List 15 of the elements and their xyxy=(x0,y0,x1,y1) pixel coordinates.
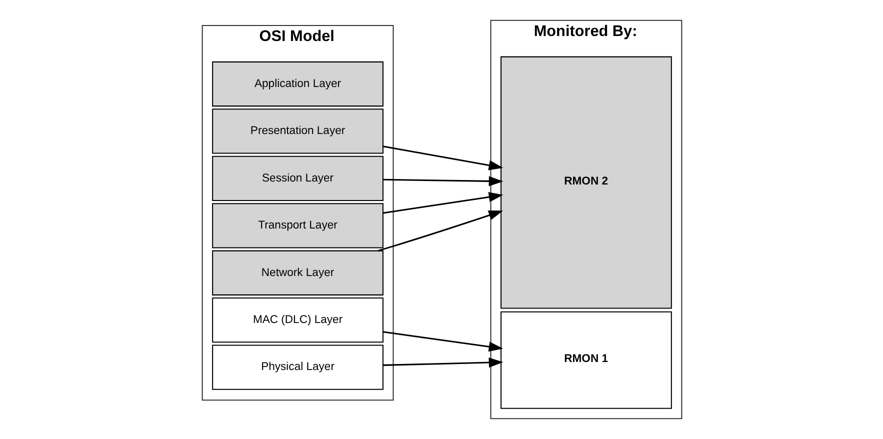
arrow xyxy=(382,358,503,368)
node-box: RMON 2 xyxy=(500,56,672,309)
node-box: MAC (DLC) Layer xyxy=(212,298,383,343)
node-box: Network Layer xyxy=(212,250,383,296)
node-box: RMON 1 xyxy=(500,311,672,409)
node-box: Session Layer xyxy=(212,156,383,202)
arrow xyxy=(382,176,503,186)
arrow xyxy=(382,192,503,214)
arrow xyxy=(378,210,503,252)
node-box: Transport Layer xyxy=(212,203,383,248)
arrow xyxy=(382,331,503,352)
node-box: Physical Layer xyxy=(212,344,383,390)
node-box: Application Layer xyxy=(212,61,383,107)
arrow xyxy=(382,146,503,170)
node-box: Presentation Layer xyxy=(212,108,383,154)
